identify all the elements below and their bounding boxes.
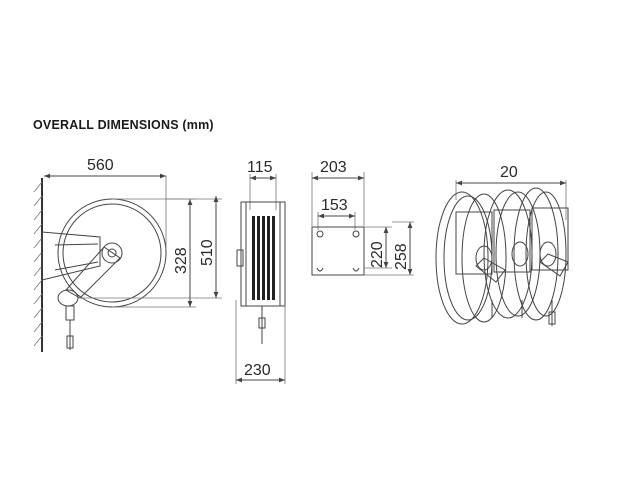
mount-hole xyxy=(316,230,324,238)
dim-220: 220 xyxy=(369,241,386,268)
side-view: 560 328 510 xyxy=(33,157,222,352)
nozzle xyxy=(66,335,74,349)
mount-slot xyxy=(316,267,324,272)
hose-guide xyxy=(57,289,79,307)
reel-3 xyxy=(513,187,567,321)
dim-153: 153 xyxy=(321,197,348,214)
front-frame xyxy=(240,201,286,307)
bracket-detail xyxy=(54,243,99,271)
outlet-fitting xyxy=(258,317,266,329)
multi-reel-view: 20 xyxy=(435,164,569,326)
dim-258: 258 xyxy=(393,243,410,270)
dim-230: 230 xyxy=(244,362,271,379)
reel-arm xyxy=(475,257,506,283)
side-motor xyxy=(236,249,244,267)
back-plate xyxy=(493,209,531,273)
drum-inner xyxy=(62,203,162,303)
hose-fitting xyxy=(65,305,75,321)
mounting-plate xyxy=(311,226,365,276)
diagram-title: OVERALL DIMENSIONS (mm) xyxy=(33,118,214,132)
plate-view: 203 153 220 258 xyxy=(311,159,414,276)
wall-bracket xyxy=(41,231,101,281)
wall-hatching xyxy=(33,181,43,347)
nozzle xyxy=(548,311,556,325)
hose-coils xyxy=(252,216,275,300)
mount-slot xyxy=(352,267,360,272)
dim-328: 328 xyxy=(173,247,190,274)
dim-203: 203 xyxy=(320,159,347,176)
front-view: 115 230 xyxy=(235,159,286,384)
reel-1 xyxy=(435,191,507,325)
hub-center xyxy=(107,248,117,258)
hub xyxy=(101,242,123,264)
dim-510: 510 xyxy=(199,239,216,266)
dim-20: 20 xyxy=(500,164,518,181)
mount-hole xyxy=(352,230,360,238)
dim-560: 560 xyxy=(87,157,114,174)
reel-arm xyxy=(539,253,569,277)
back-plate xyxy=(531,207,569,271)
dim-115: 115 xyxy=(247,159,273,176)
back-plate xyxy=(455,211,493,275)
